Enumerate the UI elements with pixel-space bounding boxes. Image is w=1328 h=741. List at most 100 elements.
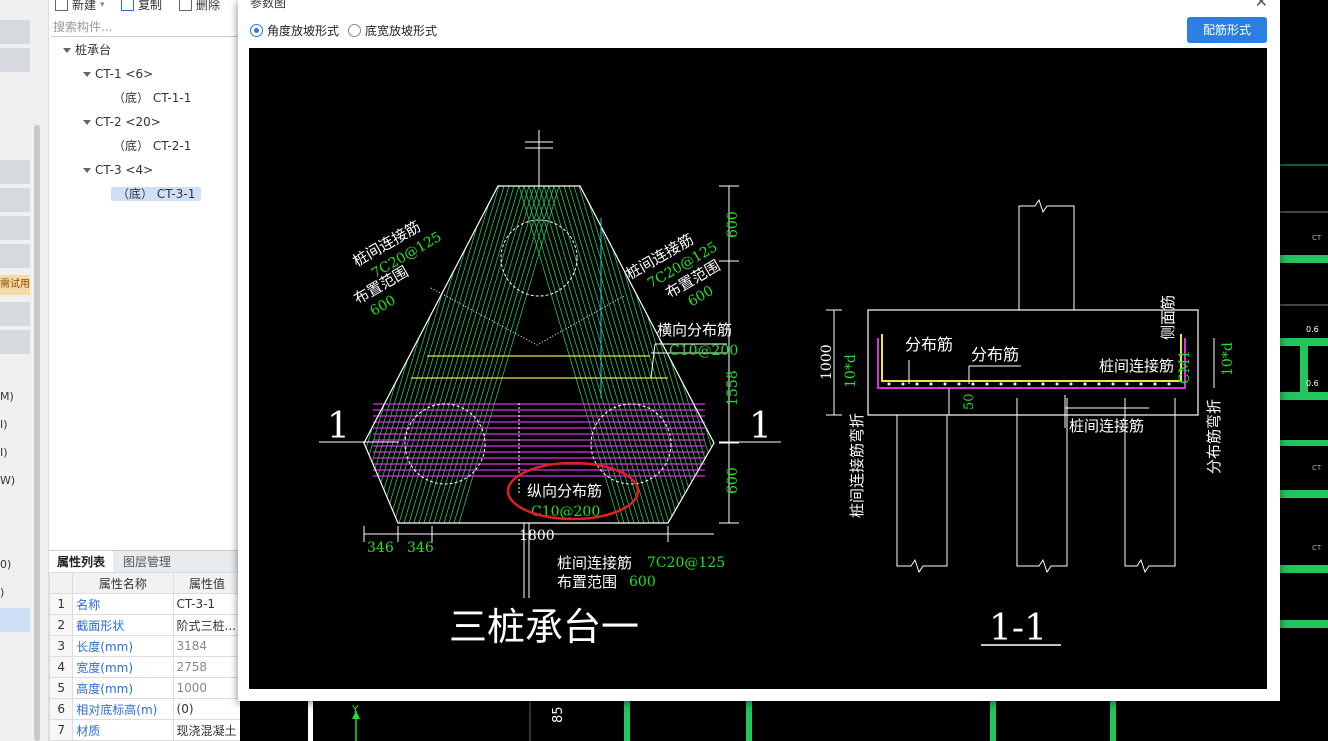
longitudinal-label: 纵向分布筋 xyxy=(527,482,602,500)
chevron-down-icon[interactable]: ▾ xyxy=(100,0,105,10)
plan-title: 三桩承台一 xyxy=(449,605,639,649)
tab-layer-management[interactable]: 图层管理 xyxy=(123,555,172,569)
property-value[interactable]: 现浇混凝土 xyxy=(172,719,242,741)
radio-selected-icon[interactable] xyxy=(250,24,263,37)
expand-icon[interactable] xyxy=(63,48,71,53)
dim-label: 10*d xyxy=(1220,342,1236,376)
hatch-line xyxy=(418,186,520,523)
section-title: 1-1 xyxy=(989,608,1047,649)
rebar-dot xyxy=(1055,382,1059,386)
rebar-hatch-magenta xyxy=(373,403,705,477)
rebar-dot xyxy=(1153,382,1157,386)
property-name: 长度(mm) xyxy=(72,635,174,657)
hatch-line xyxy=(558,186,660,523)
search-input[interactable]: 搜索构件... xyxy=(51,18,239,37)
delete-button[interactable]: 删除 xyxy=(179,0,220,13)
side-tool-block[interactable] xyxy=(0,302,30,326)
expand-icon[interactable] xyxy=(83,168,91,173)
rebar-config-button[interactable]: 配筋形式 xyxy=(1187,17,1267,43)
copy-icon xyxy=(121,0,134,11)
transverse-label: 横向分布筋 xyxy=(657,321,732,339)
property-name: 名称 xyxy=(72,593,174,615)
side-tool-block[interactable] xyxy=(0,48,30,72)
rebar-dot xyxy=(985,382,989,386)
left-side-panel: 需试用 M) I) I) W) 0) ) xyxy=(0,0,48,741)
property-value[interactable]: 1000 xyxy=(172,677,242,699)
section-label: 桩间连接筋 xyxy=(1099,357,1174,375)
new-icon xyxy=(55,0,68,11)
tree-root[interactable]: 桩承台 xyxy=(63,40,111,60)
transverse-label: C10@200 xyxy=(669,343,738,359)
radio-angle-slope[interactable]: 角度放坡形式 xyxy=(250,22,339,39)
rebar-dot xyxy=(1139,382,1143,386)
column-bar xyxy=(1110,701,1116,741)
component-tree-panel: 新建 ▾ 复制 删除 搜索构件... 桩承台 CT-1 <6> （底） CT-1… xyxy=(48,0,289,741)
property-value[interactable]: 阶式三桩... xyxy=(172,614,242,636)
side-tool-block[interactable] xyxy=(0,216,30,240)
property-value[interactable]: 3184 xyxy=(172,635,242,657)
hatch-line xyxy=(448,186,550,523)
property-tabs: 属性列表 图层管理 xyxy=(49,550,241,573)
conn-rebar-range xyxy=(430,287,625,346)
column-header-name: 属性名称 xyxy=(72,572,174,594)
annotation-circle xyxy=(506,461,640,521)
property-value[interactable]: CT-3-1 xyxy=(172,593,242,615)
trial-badge[interactable]: 需试用 xyxy=(0,275,30,295)
rebar-dot xyxy=(971,382,975,386)
side-tool-block[interactable] xyxy=(0,160,30,184)
radio-width-slope[interactable]: 底宽放坡形式 xyxy=(348,22,437,39)
row-number: 4 xyxy=(48,656,74,678)
side-tool-block[interactable] xyxy=(0,188,30,212)
beam-bar xyxy=(1280,255,1328,263)
tree-leaf[interactable]: （底） CT-2-1 xyxy=(113,136,191,156)
property-name: 材质 xyxy=(72,719,174,741)
row-number: 2 xyxy=(48,614,74,636)
tree-group[interactable]: CT-1 <6> xyxy=(83,64,153,84)
beam-bar xyxy=(1280,490,1328,498)
tab-property-list[interactable]: 属性列表 xyxy=(49,551,114,573)
scrollbar[interactable] xyxy=(34,125,40,741)
hatch-line xyxy=(543,186,645,523)
bg-label: CT xyxy=(1312,234,1322,242)
property-name: 高度(mm) xyxy=(72,677,174,699)
tree-leaf-label: （底） CT-1-1 xyxy=(113,91,192,105)
side-tool-block[interactable] xyxy=(0,244,30,268)
side-item-label: M) xyxy=(0,390,14,403)
property-value[interactable]: 2758 xyxy=(172,656,242,678)
column-bar xyxy=(990,701,996,741)
hatch-line xyxy=(573,186,675,523)
tree-group-label: CT-3 <4> xyxy=(95,163,154,177)
section-label: 分布筋 xyxy=(971,345,1019,364)
expand-icon[interactable] xyxy=(83,120,91,125)
copy-label: 复制 xyxy=(138,0,163,12)
delete-label: 删除 xyxy=(196,0,221,12)
row-number: 3 xyxy=(48,635,74,657)
dim-label: 1800 xyxy=(519,528,555,544)
section-label: 分布筋 xyxy=(905,335,953,354)
section-mark-right: 1 xyxy=(749,406,772,447)
radio-label: 角度放坡形式 xyxy=(267,24,340,38)
copy-button[interactable]: 复制 xyxy=(121,0,162,13)
tree-leaf[interactable]: （底） CT-1-1 xyxy=(113,88,191,108)
hatch-line xyxy=(388,186,490,523)
side-tool-block[interactable] xyxy=(0,20,30,44)
side-tool-block[interactable] xyxy=(0,330,30,354)
tree-group[interactable]: CT-3 <4> xyxy=(83,160,153,180)
new-button[interactable]: 新建 ▾ xyxy=(55,0,105,13)
dim-label: 346 xyxy=(407,540,434,556)
radio-unselected-icon[interactable] xyxy=(348,24,361,37)
property-value[interactable]: (0) xyxy=(172,698,242,720)
row-number: 7 xyxy=(48,719,74,741)
side-tool-block-selected[interactable] xyxy=(0,608,30,632)
bg-label: 0.6 xyxy=(1306,325,1319,334)
pile-outline xyxy=(1124,398,1176,574)
bottom-conn-label: 布置范围 xyxy=(557,573,617,591)
tree-leaf-selected[interactable]: （底） CT-3-1 xyxy=(111,184,202,204)
close-icon[interactable]: ✕ xyxy=(1254,0,1268,11)
tree-group[interactable]: CT-2 <20> xyxy=(83,112,161,132)
pile-circle xyxy=(500,219,578,297)
expand-icon[interactable] xyxy=(83,72,91,77)
beam-bar xyxy=(1280,565,1328,573)
bottom-conn-label: 桩间连接筋 xyxy=(557,554,632,572)
hatch-line xyxy=(578,186,680,523)
